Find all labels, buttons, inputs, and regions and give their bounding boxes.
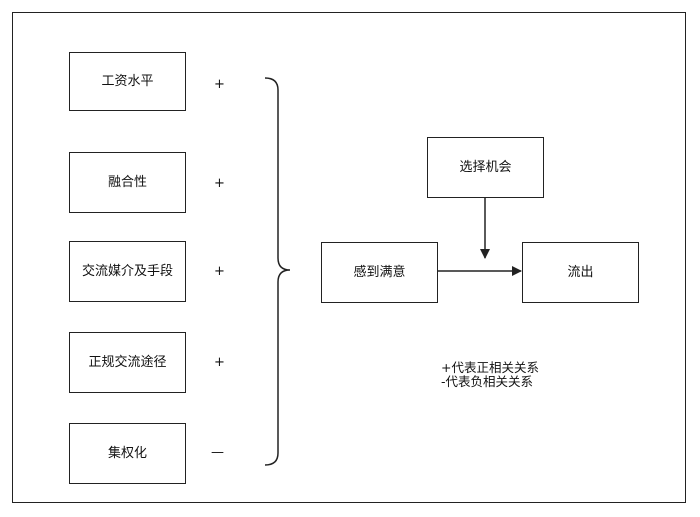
factor-box-integration: 融合性: [69, 152, 186, 213]
legend: +代表正相关关系 -代表负相关关系: [441, 361, 539, 389]
diagram-frame: [12, 12, 686, 503]
factor-sign: +: [214, 176, 225, 191]
outflow-label: 流出: [567, 265, 594, 280]
factor-label: 正规交流途径: [88, 355, 167, 370]
factor-box-salary: 工资水平: [69, 52, 186, 111]
factor-sign: +: [214, 77, 225, 92]
factor-box-centralization: 集权化: [69, 423, 186, 484]
outflow-box: 流出: [522, 242, 639, 303]
grouping-brace: [264, 77, 291, 466]
factor-sign: —: [211, 445, 224, 460]
factor-box-formal-channels: 正规交流途径: [69, 332, 186, 393]
factor-label: 集权化: [107, 446, 147, 461]
factor-box-communication-media: 交流媒介及手段: [69, 241, 186, 302]
factor-label: 交流媒介及手段: [81, 264, 173, 279]
factor-label: 融合性: [107, 175, 147, 190]
satisfaction-box: 感到满意: [321, 242, 438, 303]
factor-label: 工资水平: [101, 74, 154, 89]
legend-positive: +代表正相关关系: [441, 360, 539, 375]
factor-sign: +: [214, 355, 225, 370]
satisfaction-label: 感到满意: [353, 265, 406, 280]
opportunity-label: 选择机会: [459, 160, 512, 175]
legend-negative: -代表负相关关系: [441, 374, 534, 389]
factor-sign: +: [214, 264, 225, 279]
opportunity-box: 选择机会: [427, 137, 544, 198]
